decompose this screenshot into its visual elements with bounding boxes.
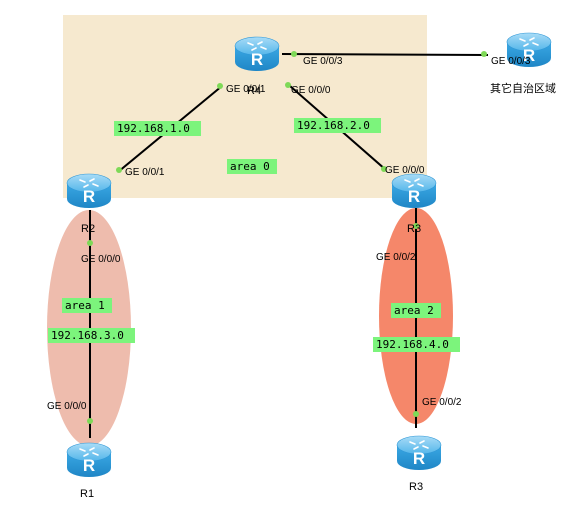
network-tag-bg [48,328,135,343]
network-tag-192-168-2-0: 192.168.2.0 [297,119,370,132]
router-label-r3: R3 [407,223,421,235]
router-icon [66,442,112,478]
port-label-r5-ge002: GE 0/0/2 [422,397,462,408]
router-label-r2: R2 [81,223,95,235]
port-dot-r2-ge000 [87,240,93,246]
port-dot-r3-ge001 [217,83,223,89]
router-label-r1: R1 [80,488,94,500]
port-label-other-ge003: GE 0/0/3 [491,56,531,67]
router-icon [234,36,280,72]
link-r3-other [281,53,489,56]
port-label-r1-ge000: GE 0/0/0 [47,401,87,412]
network-tag-192-168-1-0: 192.168.1.0 [117,122,190,135]
area-tag-area1: area 1 [65,299,105,312]
network-tag-192-168-4-0: 192.168.4.0 [376,338,449,351]
router-icon [391,173,437,209]
router-label-r5: R3 [409,481,423,493]
area-tag-area2: area 2 [394,304,434,317]
port-dot-r5-ge002 [413,411,419,417]
port-label-r4-ge000: GE 0/0/0 [385,165,425,176]
router-label-other-as: 其它自治区域 [490,81,556,95]
router-r4[interactable] [391,173,437,209]
port-label-r3-ge001: GE 0/0/1 [226,84,266,95]
network-tag-bg [373,337,460,352]
router-icon [396,435,442,471]
port-label-r3-ge000: GE 0/0/0 [291,85,331,96]
port-dot-r1-ge000 [87,418,93,424]
router-r3[interactable] [234,36,280,72]
network-tag-192-168-3-0: 192.168.3.0 [51,329,124,342]
port-dot-r4-ge002 [413,223,419,229]
area-tag-bg [62,298,112,313]
port-label-r2-ge001: GE 0/0/1 [125,167,165,178]
area-tag-bg [391,303,441,318]
port-dot-r3-ge000 [285,82,291,88]
network-tag-bg [294,118,381,133]
network-tag-bg [114,121,201,136]
router-r1[interactable] [66,442,112,478]
router-r2[interactable] [66,173,112,209]
area-tag-bg [227,159,277,174]
port-label-r4-ge002: GE 0/0/2 [376,252,416,263]
router-label-r4: R4 [247,85,261,97]
port-dot-r3-ge003 [291,51,297,57]
port-dot-r2-ge001 [116,167,122,173]
area-tag-area0: area 0 [230,160,270,173]
port-dot-other-ge003 [481,51,487,57]
port-label-r2-ge000: GE 0/0/0 [81,254,121,265]
router-r5[interactable] [396,435,442,471]
router-icon [66,173,112,209]
port-dot-r4-ge000 [381,166,387,172]
port-label-r3-ge003: GE 0/0/3 [303,56,343,67]
